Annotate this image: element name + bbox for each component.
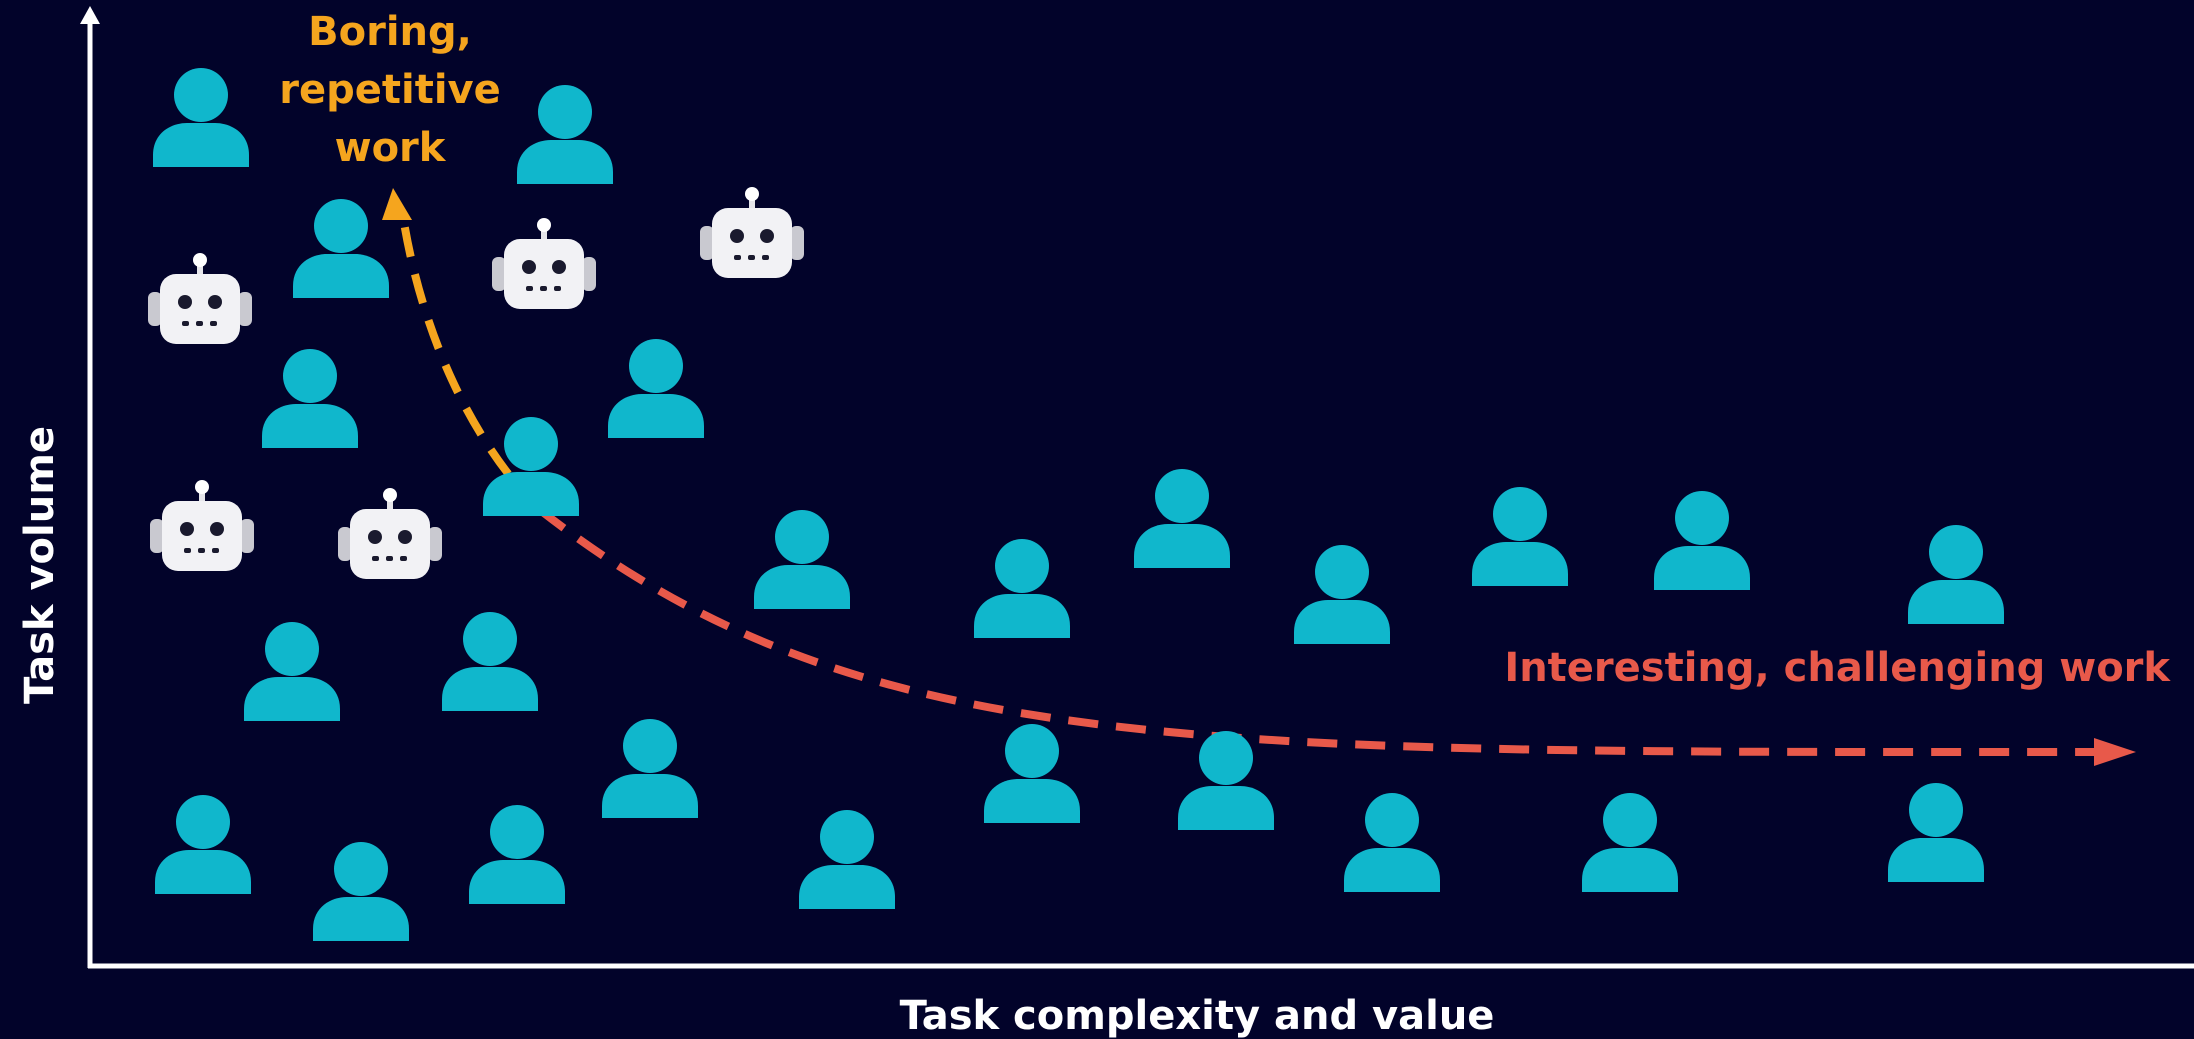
person-icon [442, 612, 538, 711]
interesting-work-label: Interesting, challenging work [1504, 645, 2170, 691]
robot-icon [148, 253, 252, 344]
person-icon [799, 810, 895, 909]
person-icon [483, 417, 579, 516]
robot-icon [492, 218, 596, 309]
person-icon [1582, 793, 1678, 892]
robot-icon [150, 480, 254, 571]
person-icon [313, 842, 409, 941]
person-icon [153, 68, 249, 167]
person-icon [1888, 783, 1984, 882]
person-icon [974, 539, 1070, 638]
person-icon [1472, 487, 1568, 586]
repetitive-work-curve [398, 209, 543, 513]
person-icon [1294, 545, 1390, 644]
x-axis-label: Task complexity and value [899, 993, 1495, 1039]
y-axis-arrowhead [80, 6, 100, 24]
person-icon [602, 719, 698, 818]
person-icon [1654, 491, 1750, 590]
complexity-arrowhead [2094, 738, 2136, 766]
y-axis [80, 6, 100, 968]
person-icon [608, 339, 704, 438]
person-icon [155, 795, 251, 894]
person-icon [469, 805, 565, 904]
robot-icon [700, 187, 804, 278]
y-axis-label: Task volume [17, 425, 63, 705]
person-icon [1178, 731, 1274, 830]
person-icon [517, 85, 613, 184]
person-icon [293, 199, 389, 298]
person-icon [984, 724, 1080, 823]
person-icon [1344, 793, 1440, 892]
person-icon [262, 349, 358, 448]
robot-icon [338, 488, 442, 579]
person-icon [244, 622, 340, 721]
person-icon [1908, 525, 2004, 624]
boring-work-label: Boring, repetitive work [279, 9, 501, 171]
repetitive-work-arrowhead [382, 188, 412, 220]
person-icon [754, 510, 850, 609]
person-icon [1134, 469, 1230, 568]
